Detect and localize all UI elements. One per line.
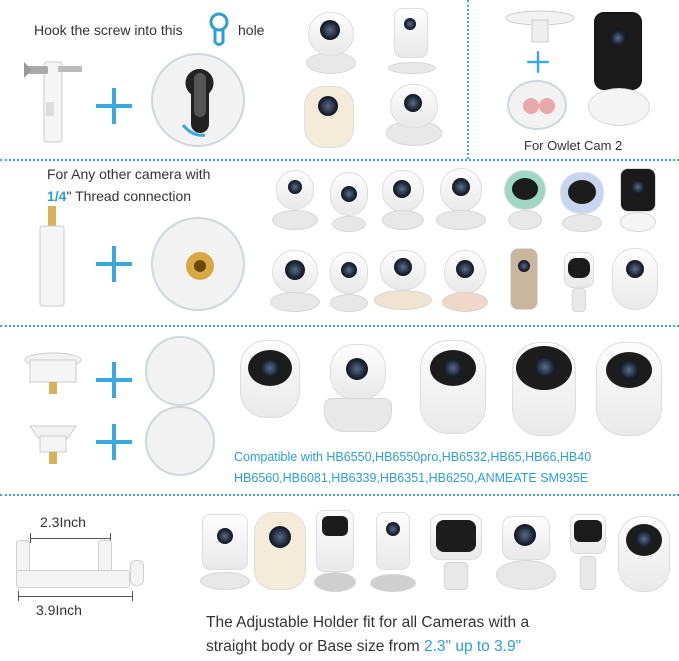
thread-line-1: For Any other camera with bbox=[47, 166, 211, 182]
camera-thumb bbox=[382, 80, 446, 150]
owlet-label: For Owlet Cam 2 bbox=[524, 138, 623, 153]
screw-bracket-image bbox=[24, 61, 82, 143]
mount-adapter-image bbox=[24, 352, 82, 394]
measure-bottom-line bbox=[18, 596, 132, 597]
compat-line-2: HB6560,HB6081,HB6339,HB6351,HB6250,ANMEA… bbox=[234, 471, 589, 485]
camera-thumb bbox=[438, 248, 492, 314]
mount-adapter-image bbox=[29, 425, 77, 464]
camera-thumb bbox=[504, 246, 544, 314]
owlet-cam-image bbox=[586, 8, 652, 128]
camera-thumb bbox=[616, 164, 660, 236]
camera-thumb bbox=[564, 510, 612, 594]
camera-thumb bbox=[556, 164, 608, 234]
camera-thumb bbox=[300, 82, 358, 152]
camera-thumb bbox=[372, 246, 434, 314]
plus-icon bbox=[96, 424, 132, 460]
camera-thumb bbox=[500, 162, 550, 234]
camera-thumb bbox=[312, 506, 358, 594]
plus-icon bbox=[527, 51, 549, 73]
camera-thumb bbox=[196, 510, 254, 594]
mount-circle-image bbox=[145, 406, 215, 476]
plus-icon bbox=[96, 88, 132, 124]
holder-desc-line-2: straight body or Base size from 2.3" up … bbox=[206, 638, 522, 655]
holder-desc-line-1: The Adjustable Holder fit for all Camera… bbox=[206, 614, 530, 631]
camera-thumb bbox=[382, 6, 442, 78]
camera-thumb bbox=[558, 248, 600, 314]
thread-line-2: 1/4" Thread connection bbox=[47, 188, 192, 204]
mount-circle-image bbox=[145, 336, 215, 406]
camera-thumb bbox=[416, 336, 490, 436]
plus-icon bbox=[96, 246, 132, 282]
measure-top-line bbox=[30, 538, 110, 539]
camera-thumb bbox=[250, 508, 310, 594]
camera-thumb bbox=[368, 508, 418, 594]
camera-thumb bbox=[610, 246, 660, 314]
keyhole-icon bbox=[209, 12, 229, 46]
holder-rail bbox=[16, 570, 130, 588]
divider-3 bbox=[0, 494, 679, 496]
thread-size: 1/4 bbox=[47, 188, 67, 204]
measure-top-label: 2.3Inch bbox=[40, 514, 86, 530]
owlet-base-circle-image bbox=[507, 80, 567, 130]
camera-thumb bbox=[270, 166, 320, 234]
camera-thumb bbox=[324, 340, 392, 434]
divider-vertical bbox=[467, 0, 469, 159]
camera-thumb bbox=[592, 338, 666, 438]
camera-thumb bbox=[326, 248, 372, 314]
holder-knob bbox=[130, 560, 144, 586]
camera-thumb bbox=[494, 512, 558, 594]
divider-1 bbox=[0, 159, 679, 161]
camera-thumb bbox=[268, 246, 322, 314]
hook-instruction: Hook the screw into this bbox=[34, 22, 183, 38]
thread-socket-circle-image bbox=[151, 217, 245, 311]
camera-thumb bbox=[616, 514, 672, 594]
divider-2 bbox=[0, 325, 679, 327]
hook-instruction-suffix: hole bbox=[238, 22, 265, 38]
camera-thumb bbox=[326, 164, 372, 234]
size-range: 2.3" up to 3.9" bbox=[423, 638, 522, 655]
keyhole-circle-image bbox=[151, 53, 245, 147]
thread-adapter-image bbox=[39, 206, 65, 307]
camera-thumb bbox=[234, 336, 306, 422]
camera-thumb bbox=[378, 166, 428, 234]
camera-thumb bbox=[298, 8, 364, 74]
camera-thumb bbox=[508, 338, 580, 438]
plus-icon bbox=[96, 362, 132, 398]
owlet-mount-image bbox=[505, 10, 575, 43]
measure-bottom-label: 3.9Inch bbox=[36, 602, 82, 618]
camera-thumb bbox=[434, 164, 488, 234]
camera-thumb bbox=[426, 512, 486, 594]
compat-line-1: Compatible with HB6550,HB6550pro,HB6532,… bbox=[234, 450, 592, 464]
